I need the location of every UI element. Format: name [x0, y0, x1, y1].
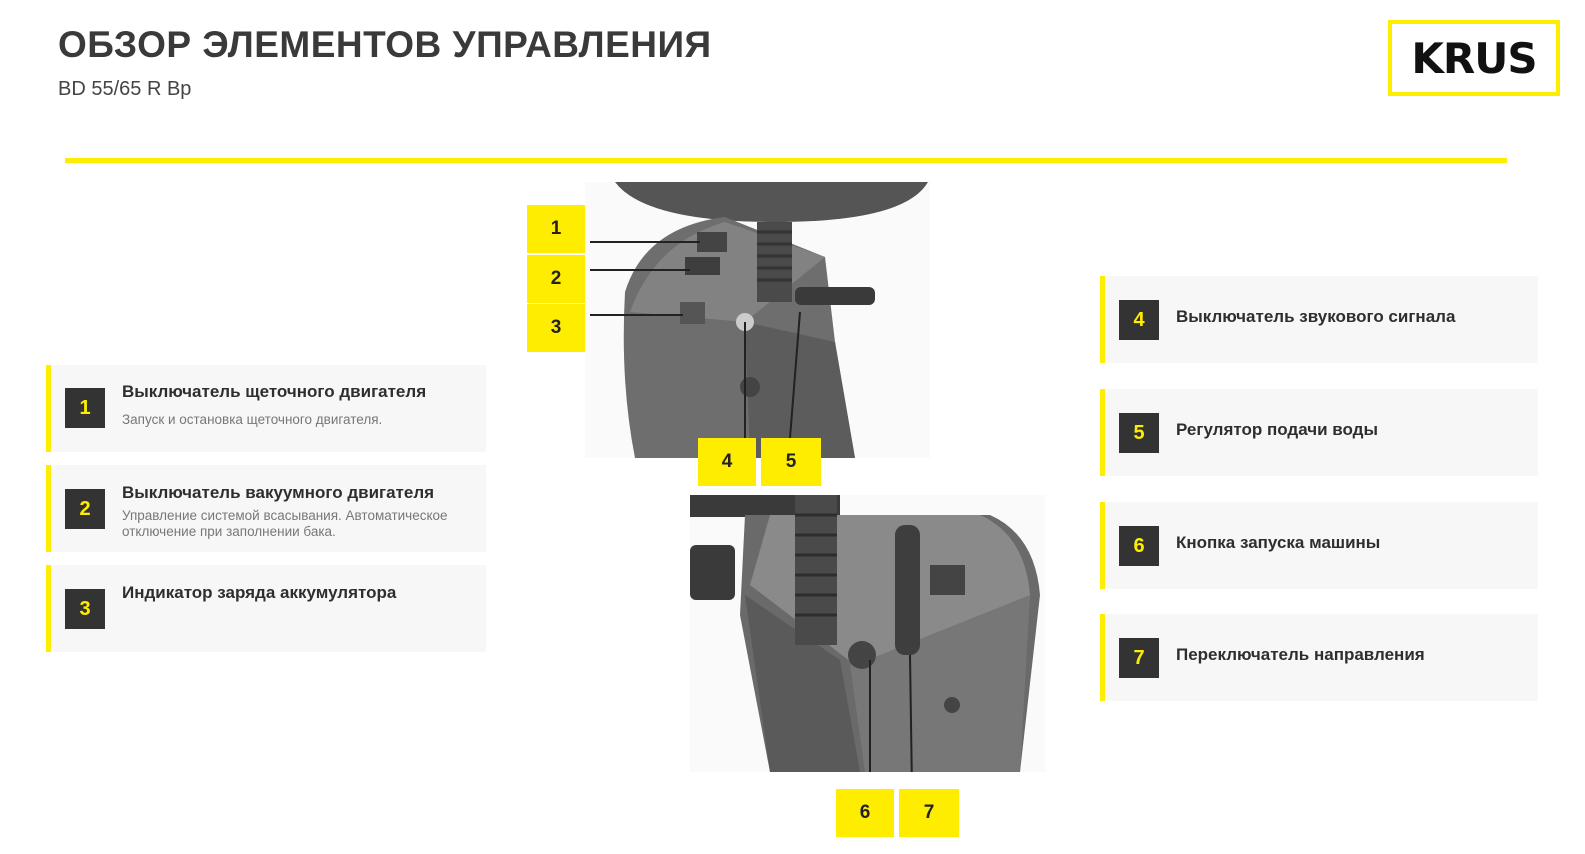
callout-7: 7 — [899, 789, 959, 837]
number-badge: 7 — [1119, 638, 1159, 678]
krus-logo: KRUS — [1388, 20, 1560, 96]
callout-4: 4 — [698, 438, 756, 486]
page-title: ОБЗОР ЭЛЕМЕНТОВ УПРАВЛЕНИЯ — [58, 24, 712, 65]
card-title: Переключатель направления — [1176, 645, 1425, 664]
number-badge: 1 — [65, 388, 105, 428]
divider — [65, 158, 1507, 163]
control-panel-photo-bottom — [690, 495, 1045, 772]
control-card-7: 7 Переключатель направления — [1100, 614, 1538, 701]
control-card-6: 6 Кнопка запуска машины — [1100, 502, 1538, 589]
number-badge: 2 — [65, 489, 105, 529]
card-title: Регулятор подачи воды — [1176, 420, 1378, 439]
callout-3: 3 — [527, 304, 585, 352]
card-title: Индикатор заряда аккумулятора — [122, 583, 397, 602]
model-subtitle: BD 55/65 R Bp — [58, 78, 192, 100]
number-badge: 4 — [1119, 300, 1159, 340]
number-badge: 3 — [65, 589, 105, 629]
callout-2: 2 — [527, 255, 585, 303]
card-description: Управление системой всасывания. Автомати… — [122, 508, 448, 539]
callout-6: 6 — [836, 789, 894, 837]
control-card-5: 5 Регулятор подачи воды — [1100, 389, 1538, 476]
control-card-1: 1 Выключатель щеточного двигателя Запуск… — [46, 365, 486, 452]
control-card-2: 2 Выключатель вакуумного двигателя Управ… — [46, 465, 486, 552]
card-description: Запуск и остановка щеточного двигателя. — [122, 412, 383, 427]
card-title: Выключатель звукового сигнала — [1176, 307, 1456, 326]
card-title: Кнопка запуска машины — [1176, 533, 1381, 552]
number-badge: 6 — [1119, 526, 1159, 566]
number-badge: 5 — [1119, 413, 1159, 453]
control-card-4: 4 Выключатель звукового сигнала — [1100, 276, 1538, 363]
control-card-3: 3 Индикатор заряда аккумулятора — [46, 565, 486, 652]
card-title: Выключатель щеточного двигателя — [122, 382, 427, 401]
callout-1: 1 — [527, 205, 585, 253]
callout-5: 5 — [761, 438, 821, 486]
card-title: Выключатель вакуумного двигателя — [122, 483, 435, 502]
control-panel-photo-top — [585, 182, 930, 458]
